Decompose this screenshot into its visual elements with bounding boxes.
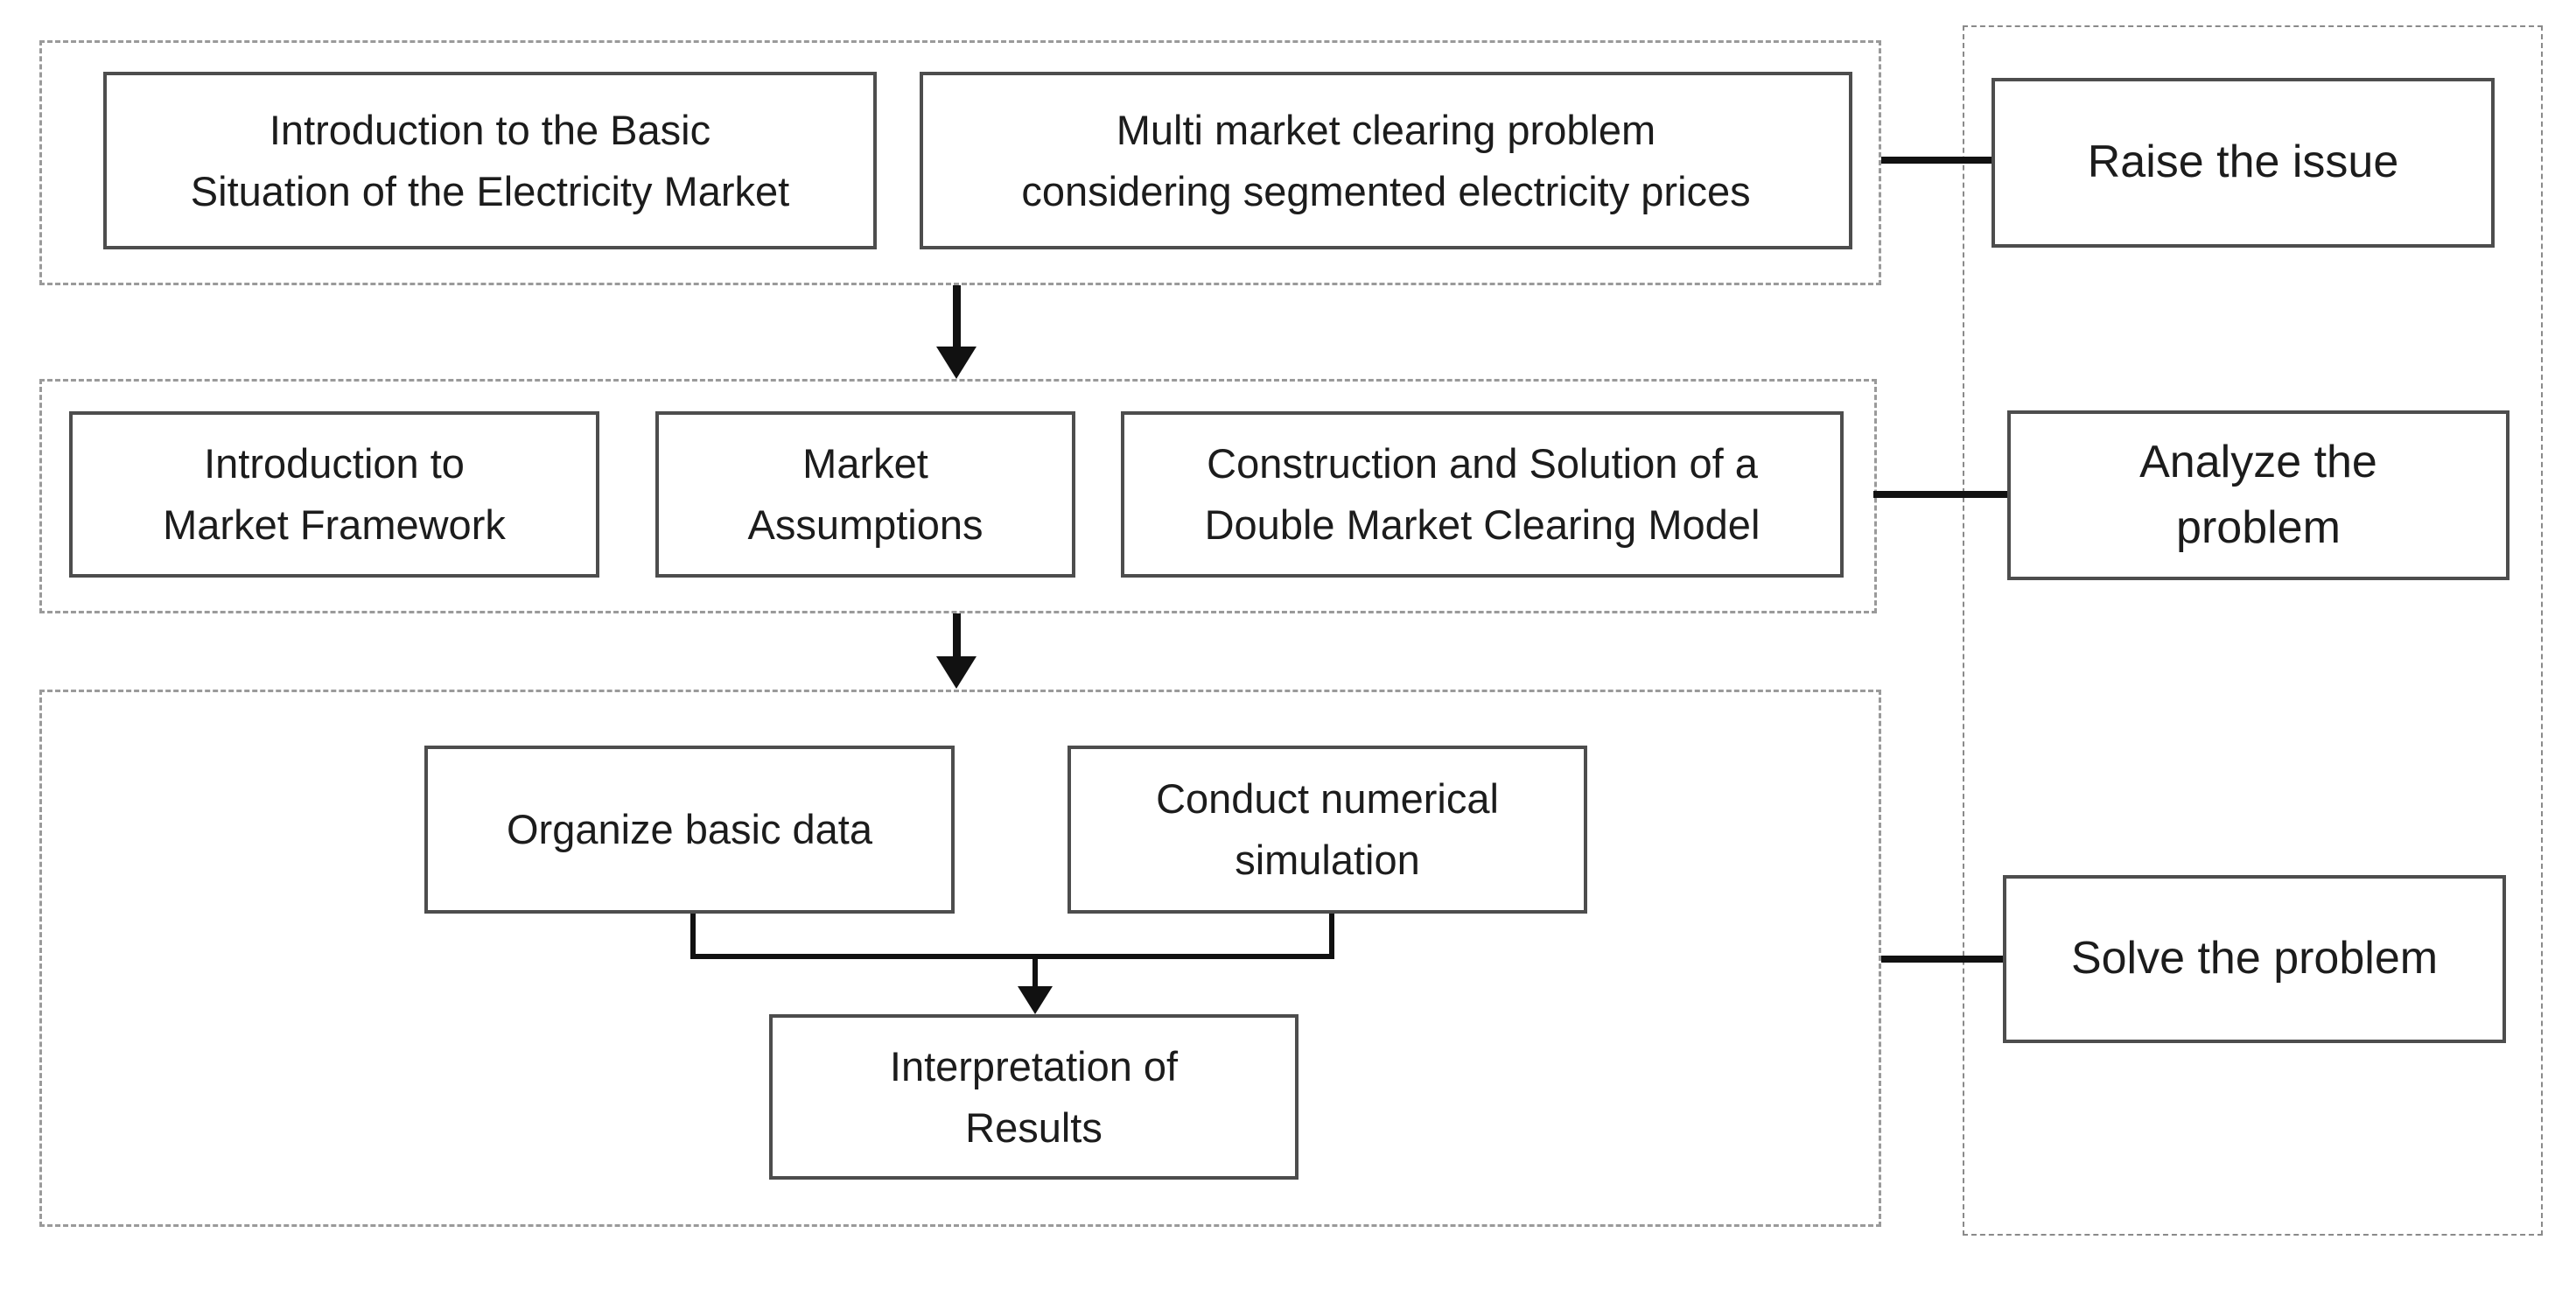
arrow-to-interpretation-head-icon	[1018, 986, 1053, 1014]
connector-simulation-stub	[1329, 914, 1334, 959]
arrow-stage2-stage3-head-icon	[936, 656, 976, 689]
box-intro-market-framework: Introduction to Market Framework	[69, 411, 599, 578]
arrow-stage1-stage2-shaft	[953, 285, 961, 347]
connector-stage2-to-analyze	[1873, 491, 2007, 498]
arrow-stage2-stage3-shaft	[953, 613, 961, 656]
box-construction-solution-model: Construction and Solution of a Double Ma…	[1121, 411, 1844, 578]
connector-stage1-to-raise	[1881, 157, 1992, 164]
arrow-stage1-stage2-head-icon	[936, 347, 976, 379]
connector-merge-bar	[690, 954, 1334, 959]
side-labels-container	[1963, 25, 2543, 1236]
box-conduct-numerical-simulation: Conduct numerical simulation	[1068, 746, 1587, 914]
connector-stage3-to-solve	[1881, 956, 2003, 963]
side-label-raise-the-issue: Raise the issue	[1992, 78, 2495, 248]
side-label-solve-the-problem: Solve the problem	[2003, 875, 2506, 1043]
box-market-assumptions: Market Assumptions	[655, 411, 1075, 578]
box-organize-basic-data: Organize basic data	[424, 746, 955, 914]
side-label-analyze-the-problem: Analyze the problem	[2007, 410, 2510, 580]
box-multi-market-clearing: Multi market clearing problem considerin…	[920, 72, 1852, 249]
arrow-to-interpretation-shaft	[1032, 956, 1038, 986]
box-interpretation-of-results: Interpretation of Results	[769, 1014, 1298, 1180]
stage3-container	[39, 690, 1881, 1227]
stage1-container	[39, 40, 1881, 285]
connector-organize-data-stub	[690, 914, 696, 959]
box-intro-basic-situation: Introduction to the Basic Situation of t…	[103, 72, 877, 249]
